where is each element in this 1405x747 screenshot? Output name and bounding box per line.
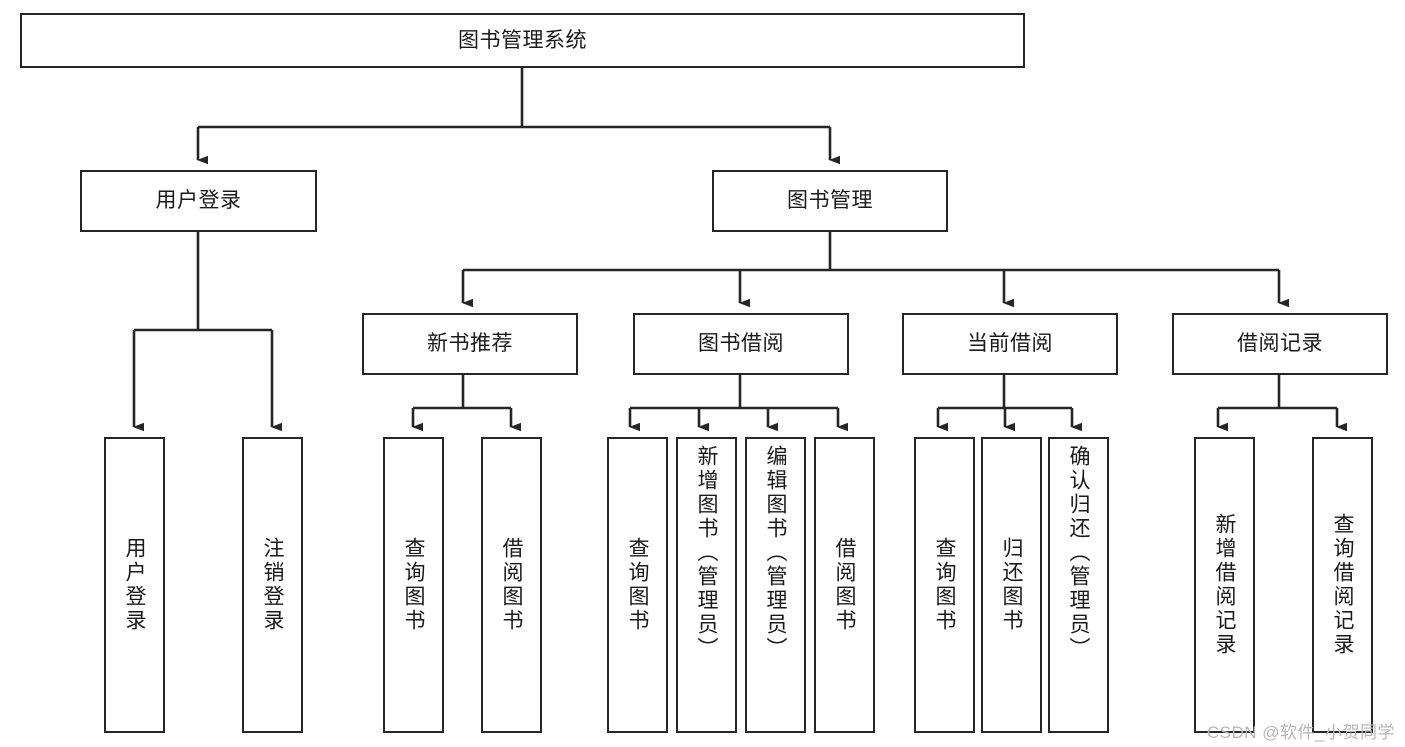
node-label: 用户登录 [123,537,146,633]
node-label: 查询图书 [626,537,649,633]
node-label: 用户登录 [155,189,242,213]
node-leaf-user-login[interactable]: 用户登录 [104,437,165,733]
csdn-watermark: CSDN @软件_小贺同学 [1206,723,1395,742]
node-leaf-query-book-borrow[interactable]: 查询图书 [607,437,668,733]
node-new-book-recommend[interactable]: 新书推荐 [362,313,578,375]
node-book-borrow[interactable]: 图书借阅 [633,313,849,375]
node-leaf-add-book[interactable]: 新增图书（管理员） [676,437,737,733]
node-leaf-query-book-current[interactable]: 查询图书 [914,437,975,733]
node-leaf-borrow-book-borrow[interactable]: 借阅图书 [814,437,875,733]
node-leaf-logout-login[interactable]: 注销登录 [242,437,303,733]
node-label: 新增借阅记录 [1213,513,1236,657]
node-leaf-query-borrow-record[interactable]: 查询借阅记录 [1312,437,1373,733]
node-leaf-edit-book[interactable]: 编辑图书（管理员） [745,437,806,733]
node-label: 借阅图书 [500,537,523,633]
node-book-management[interactable]: 图书管理 [712,170,948,232]
node-label: 查询借阅记录 [1331,513,1354,657]
node-leaf-add-borrow-record[interactable]: 新增借阅记录 [1194,437,1255,733]
node-label: 查询图书 [402,537,425,633]
node-label: 编辑图书（管理员） [764,445,787,661]
node-label: 借阅记录 [1237,332,1323,356]
node-leaf-borrow-book-new[interactable]: 借阅图书 [481,437,542,733]
node-user-login[interactable]: 用户登录 [80,170,317,232]
node-root-book-management-system[interactable]: 图书管理系统 [20,13,1025,68]
node-label: 图书借阅 [698,332,784,356]
node-leaf-query-book-new[interactable]: 查询图书 [383,437,444,733]
node-leaf-return-book[interactable]: 归还图书 [981,437,1042,733]
node-label: 归还图书 [1000,537,1023,633]
node-leaf-confirm-return[interactable]: 确认归还（管理员） [1048,437,1109,733]
node-label: 注销登录 [261,537,284,633]
node-label: 图书管理系统 [458,28,587,52]
node-borrow-record[interactable]: 借阅记录 [1172,313,1388,375]
node-label: 确认归还（管理员） [1067,445,1090,661]
node-label: 当前借阅 [967,332,1053,356]
node-label: 图书管理 [787,189,873,213]
node-label: 新增图书（管理员） [695,445,718,661]
node-label: 新书推荐 [427,332,513,356]
node-label: 查询图书 [933,537,956,633]
node-label: 借阅图书 [833,537,856,633]
node-current-borrow[interactable]: 当前借阅 [902,313,1118,375]
